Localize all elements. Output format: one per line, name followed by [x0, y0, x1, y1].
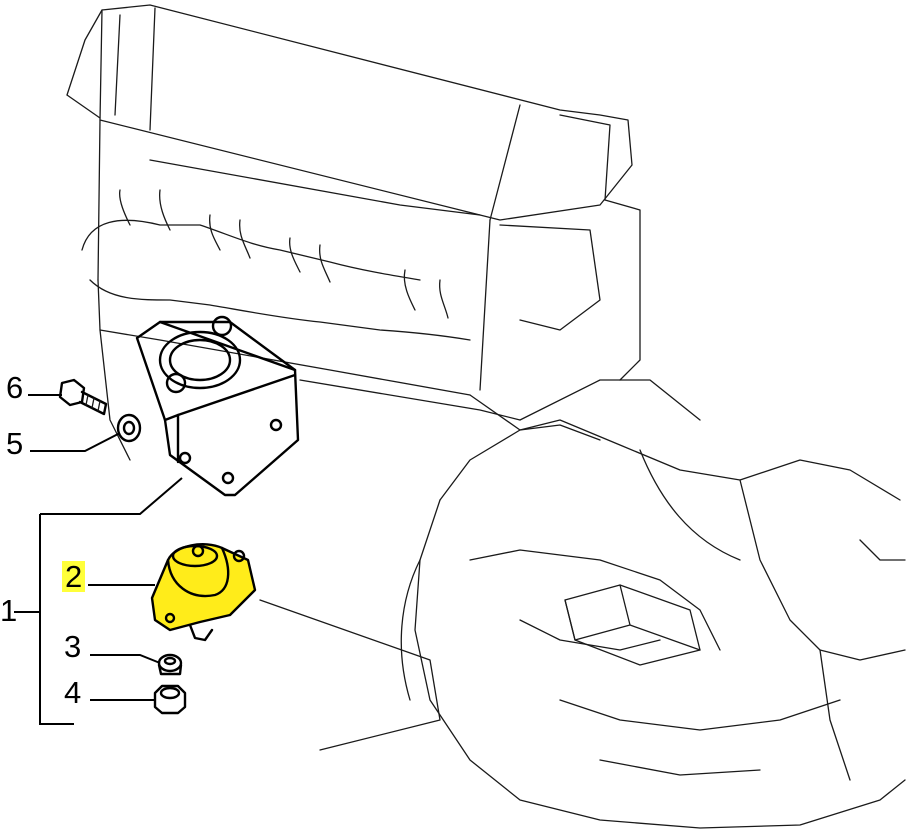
engine-block [66, 4, 701, 461]
callout-5: 5 [6, 426, 24, 461]
callout-1: 1 [0, 593, 18, 628]
hex-nut [153, 684, 187, 715]
leader-lines [14, 394, 183, 725]
washer [116, 413, 142, 443]
lock-nut [157, 653, 183, 676]
bolt [58, 378, 108, 416]
callout-6: 6 [6, 370, 24, 405]
engine-mount-bracket [135, 315, 300, 497]
gearbox [259, 419, 906, 829]
callout-4: 4 [64, 675, 82, 710]
callout-3: 3 [64, 629, 82, 664]
callout-2: 2 [62, 561, 86, 592]
rubber-mount [150, 543, 257, 642]
